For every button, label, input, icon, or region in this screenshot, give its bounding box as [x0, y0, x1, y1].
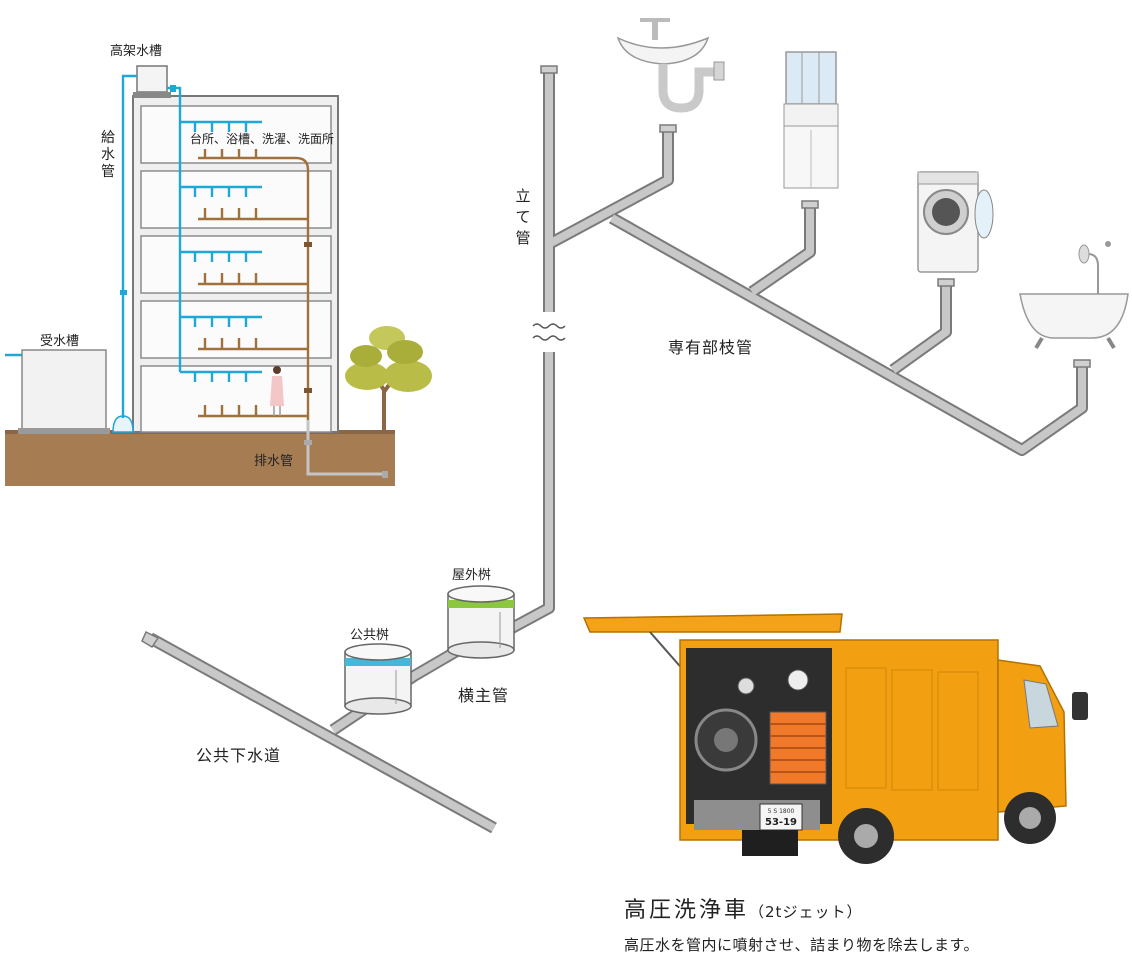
- drain-branches: [198, 149, 310, 420]
- receiving-tank: [21, 349, 107, 431]
- pipe-cap-sink: [659, 124, 677, 133]
- label-building-drain: 排水管: [254, 454, 294, 469]
- cab-window: [1023, 679, 1059, 729]
- ground: [5, 432, 395, 486]
- plate-top-text: 5 S 1800: [768, 808, 795, 815]
- elevated-tank-base: [133, 92, 171, 98]
- caption-title-main: 高圧洗浄車: [624, 898, 750, 923]
- drain-joint-end: [382, 471, 388, 478]
- caption-title: 高圧洗浄車（2tジェット）: [624, 892, 862, 924]
- vanity-unit: [783, 51, 839, 189]
- floor-1: [140, 365, 332, 433]
- plate-number-text: 53-19: [765, 817, 797, 828]
- caption-description: 高圧水を管内に噴射させ、詰まり物を除去します。: [624, 936, 980, 954]
- pipe-cap-bathtub: [1073, 359, 1091, 368]
- label-supply-pipe: 給水管: [101, 130, 115, 180]
- drain-joint: [304, 242, 312, 247]
- drain-joint: [304, 388, 312, 393]
- tree: [345, 326, 432, 432]
- elevated-tank: [136, 65, 168, 93]
- person-figure: [270, 366, 284, 416]
- pipe-cap-vanity: [801, 200, 819, 209]
- public-basin: [344, 643, 412, 715]
- cleaning-truck: [582, 613, 1088, 864]
- sewer-end-cap: [141, 630, 160, 649]
- floor-5: [140, 105, 332, 164]
- pipe-break-mark: [532, 323, 566, 341]
- sink-fixture: [616, 18, 725, 113]
- truck-open-door: [582, 613, 843, 633]
- label-fixtures: 台所、浴槽、洗濯、洗面所: [190, 132, 335, 146]
- pipe-cap-vertical: [540, 65, 558, 74]
- caption-subtitle: （2tジェット）: [749, 903, 863, 921]
- label-public-basin: 公共桝: [350, 628, 390, 643]
- label-main-horizontal: 横主管: [458, 686, 510, 705]
- outdoor-basin: [447, 585, 515, 659]
- washing-machine: [917, 171, 994, 273]
- mud-flap: [742, 830, 798, 856]
- supply-joint-top: [170, 85, 176, 92]
- label-receiving-tank: 受水槽: [40, 334, 80, 349]
- label-vertical-pipe: 立て管: [515, 187, 531, 247]
- supply-joint: [120, 290, 127, 295]
- label-elevated-tank: 高架水槽: [110, 44, 163, 59]
- drain-joint-lower: [304, 440, 312, 445]
- label-outdoor-basin: 屋外桝: [452, 568, 492, 583]
- license-plate: [759, 803, 803, 831]
- pump: [112, 415, 134, 433]
- side-mirror: [1072, 692, 1088, 720]
- pipe-cap-washer: [937, 278, 955, 287]
- receiving-tank-base: [18, 428, 110, 434]
- label-public-sewer: 公共下水道: [196, 746, 282, 765]
- building-section: [5, 65, 432, 486]
- bathtub: [1019, 241, 1129, 350]
- label-private-branch: 専有部枝管: [668, 338, 754, 357]
- building-drain-pipe: [306, 420, 386, 476]
